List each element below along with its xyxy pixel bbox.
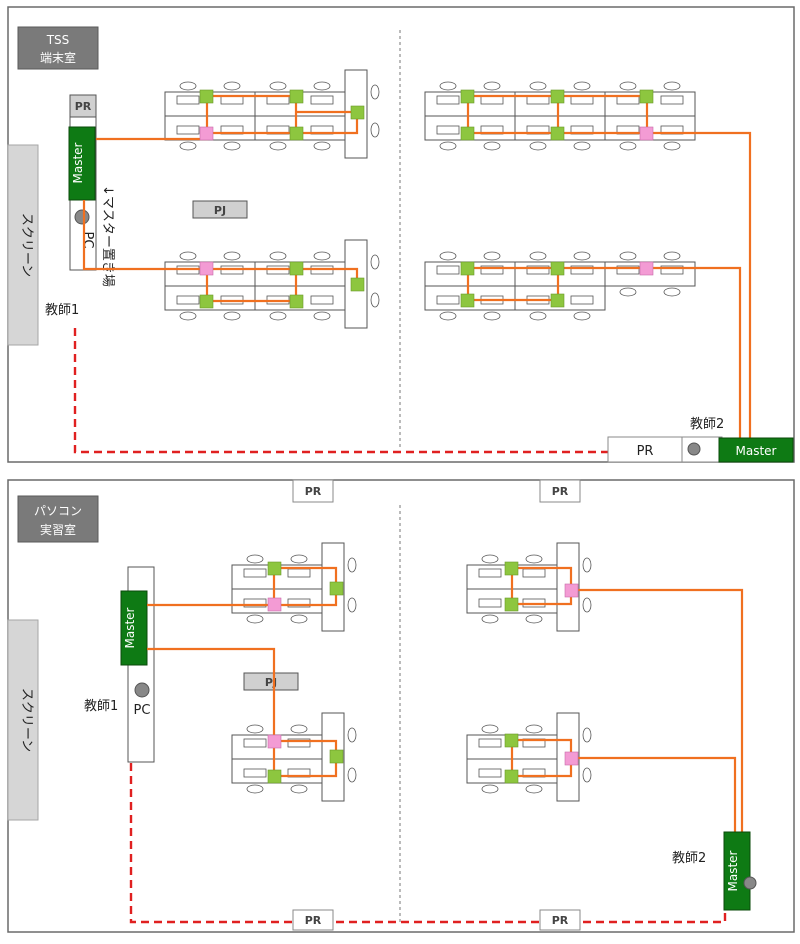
room1-master-note: ↓マスター置き場 xyxy=(100,185,115,287)
room1-teacher2-pc-icon xyxy=(687,442,701,456)
room2-pr-top-right-label: PR xyxy=(552,485,569,498)
room2-projector-label: PJ xyxy=(265,676,277,689)
room2-teacher2-pc-icon xyxy=(743,876,757,890)
room1-hub-pink xyxy=(199,126,214,141)
room1-pr-box-teacher2 xyxy=(607,436,683,463)
room1-title-line2: 端末室 xyxy=(40,50,76,65)
room1-master-teacher2 xyxy=(718,437,794,463)
room2-hubs xyxy=(267,561,579,784)
room2-projector xyxy=(243,672,299,691)
room1-screen xyxy=(7,144,39,346)
room2-screen xyxy=(7,619,39,821)
room1-pr-box-small xyxy=(69,94,97,118)
room1-pc-icon xyxy=(74,209,90,225)
room2-pr-top-left xyxy=(292,479,334,503)
room1-projector-label: PJ xyxy=(214,204,226,217)
room1-title-box xyxy=(17,26,99,70)
room2-pr-bottom-left-label: PR xyxy=(305,914,322,927)
room2-cables xyxy=(129,566,744,924)
room2-pr-top-right xyxy=(539,479,581,503)
room1-projector xyxy=(192,200,248,219)
room2-pr-bottom-right-label: PR xyxy=(552,914,569,927)
room1-master-teacher1-label: Master xyxy=(71,142,85,183)
room2-title-line1: パソコン xyxy=(34,504,82,518)
room2-pr-bottom-left xyxy=(292,909,334,931)
room2-master-teacher2-label: Master xyxy=(726,850,740,891)
room1-title-line1: TSS xyxy=(46,33,70,47)
room1-screen-label: スクリーン xyxy=(19,213,34,277)
room2-pc-icon xyxy=(134,682,150,698)
room2-screen-label: スクリーン xyxy=(19,688,34,752)
room2-teacher2-label: 教師2 xyxy=(672,850,706,866)
room1-teacher1-label: 教師1 xyxy=(45,302,79,318)
room2-pr-bottom-right xyxy=(539,909,581,931)
room2-title-line2: 実習室 xyxy=(40,522,76,537)
room2-teacher1-label: 教師1 xyxy=(84,698,118,714)
room1-border xyxy=(7,6,795,463)
room1-desk-cluster-bottom-left xyxy=(164,239,380,329)
room1-teacher2-label: 教師2 xyxy=(690,416,724,432)
room-pc-practice: パソコン 実習室 PR PR スクリーン Master PC 教師1 PJ xyxy=(7,479,795,933)
room2-pc-label: PC xyxy=(134,703,151,718)
room1-pc-label: PC xyxy=(80,232,95,249)
room1-desk-cluster-top-left xyxy=(164,69,380,159)
room-tss-terminal: TSS 端末室 スクリーン PR Master PC ↓マスター置き場 教師1 … xyxy=(7,6,795,463)
room1-master-teacher2-label: Master xyxy=(736,444,777,458)
room1-teacher2-desk xyxy=(681,436,723,463)
room1-pr-small-label: PR xyxy=(75,100,92,113)
room1-hub-green xyxy=(199,89,214,104)
room2-master-teacher1-label: Master xyxy=(123,607,137,648)
room2-master-teacher1 xyxy=(120,590,148,666)
room1-pr-teacher2-label: PR xyxy=(637,444,654,459)
room2-pr-top-left-label: PR xyxy=(305,485,322,498)
room2-title-box xyxy=(17,495,99,543)
room1-hubs xyxy=(199,89,654,309)
room2-master-teacher2 xyxy=(723,831,751,911)
room1-master-teacher1 xyxy=(68,126,96,201)
